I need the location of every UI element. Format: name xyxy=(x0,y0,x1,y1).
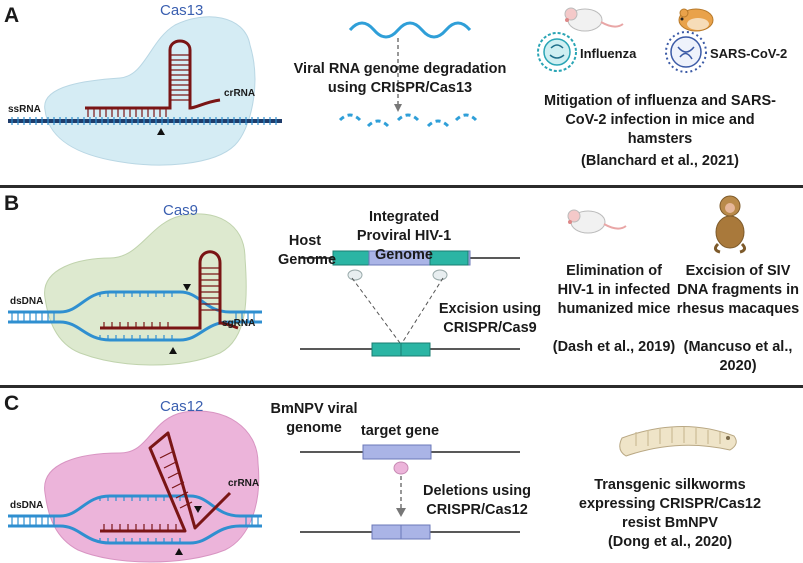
crrna-pairing xyxy=(87,54,190,117)
rna-degradation-text: Viral RNA genome degradation using CRISP… xyxy=(293,61,507,96)
ltr-right xyxy=(429,250,469,266)
dsdna-bottom-strand-c xyxy=(8,524,262,545)
siv-macaque-result: Excision of SIV DNA fragments in rhesus … xyxy=(676,263,800,317)
ssrna-ticks xyxy=(11,117,277,125)
dsdna-label-b: dsDNA xyxy=(10,296,44,307)
target-gene-label: target gene xyxy=(360,423,440,439)
dsdna-bottom-strand-b xyxy=(8,320,262,342)
dsdna-ticks-b xyxy=(11,292,255,340)
cleavage-site-marker xyxy=(157,128,165,135)
cleavage-marker-c1 xyxy=(194,506,202,513)
mouse-icon xyxy=(564,7,624,32)
excision-guide-left xyxy=(351,277,401,344)
crrna-label-c: crRNA xyxy=(228,478,260,489)
cas9-label: Cas9 xyxy=(163,202,199,219)
siv-macaque-citation: (Mancuso et al., 2020) xyxy=(683,339,793,374)
cas13-diagram xyxy=(8,7,714,166)
hiv-mouse-citation: (Dash et al., 2019) xyxy=(552,339,676,355)
crrna-pairing-c xyxy=(103,451,193,531)
hiv-mouse-result: Elimination of HIV-1 in infected humaniz… xyxy=(557,263,671,317)
influenza-label: Influenza xyxy=(580,46,637,61)
sgrna-strand xyxy=(100,250,239,330)
cas13-citation: (Blanchard et al., 2021) xyxy=(581,153,739,169)
bmnpv-genome-label: BmNPV viral genome xyxy=(270,401,358,436)
target-gene-bar xyxy=(362,444,432,460)
dsdna-top-strand-c xyxy=(8,494,262,518)
crrna-label-a: crRNA xyxy=(224,88,256,99)
dsdna-label-c: dsDNA xyxy=(10,500,44,511)
cas9-blob xyxy=(44,213,247,366)
dsdna-top-strand-b xyxy=(8,290,262,314)
cas12-diagram xyxy=(8,410,737,563)
cas12-label: Cas12 xyxy=(160,398,204,415)
panel-a: A xyxy=(0,0,803,185)
deletion-label: Deletions using CRISPR/Cas12 xyxy=(423,483,531,518)
cas13-blob xyxy=(44,16,256,166)
cas12-blob xyxy=(44,410,260,563)
sars-cov-2-label: SARS-CoV-2 xyxy=(710,46,788,61)
crrna-strand xyxy=(85,39,221,110)
panel-letter-c: C xyxy=(4,392,20,415)
provirus-label: Integrated Proviral HIV-1 Genome xyxy=(356,209,452,263)
silkworm-result: Transgenic silkworms expressing CRISPR/C… xyxy=(578,477,762,531)
cleavage-marker-c2 xyxy=(175,548,183,555)
silkworm-icon xyxy=(619,425,737,457)
cas13-result-text: Mitigation of influenza and SARS-CoV-2 i… xyxy=(544,93,776,147)
degraded-rna-fragments xyxy=(338,113,478,128)
panel-c: C Cas12 dsDNA crRN xyxy=(0,388,803,563)
sgrna-pairing xyxy=(103,267,220,328)
divider-ab xyxy=(0,185,803,188)
excision-label: Excision using CRISPR/Cas9 xyxy=(438,301,542,336)
crrna-strand-c xyxy=(100,431,232,533)
cleavage-marker-bottom xyxy=(169,347,177,354)
silkworm-citation: (Dong et al., 2020) xyxy=(607,534,733,550)
dsdna-ticks-c xyxy=(11,496,259,543)
influenza-virus-icon xyxy=(537,32,577,72)
ssrna-label: ssRNA xyxy=(8,104,41,115)
hamster-icon xyxy=(678,8,714,32)
cas9-scissor-right xyxy=(432,269,448,281)
cas9-scissor-left xyxy=(347,269,363,281)
cas13-label: Cas13 xyxy=(160,2,204,19)
cleavage-marker-top xyxy=(183,284,191,291)
coronavirus-icon xyxy=(665,31,707,73)
panel-letter-b: B xyxy=(4,192,20,215)
cas9-diagram xyxy=(8,195,747,366)
rhesus-macaque-icon xyxy=(713,195,747,254)
divider-bc xyxy=(0,385,803,388)
panel-b: B xyxy=(0,188,803,385)
panel-letter-a: A xyxy=(4,4,20,27)
mouse-icon-b xyxy=(567,209,627,234)
host-genome-label: Host Genome xyxy=(278,233,337,268)
cas12-scissor xyxy=(393,461,409,475)
excision-guide-right xyxy=(401,277,444,344)
viral-rna-wave xyxy=(348,21,472,39)
sgrna-label: sgRNA xyxy=(222,318,256,329)
